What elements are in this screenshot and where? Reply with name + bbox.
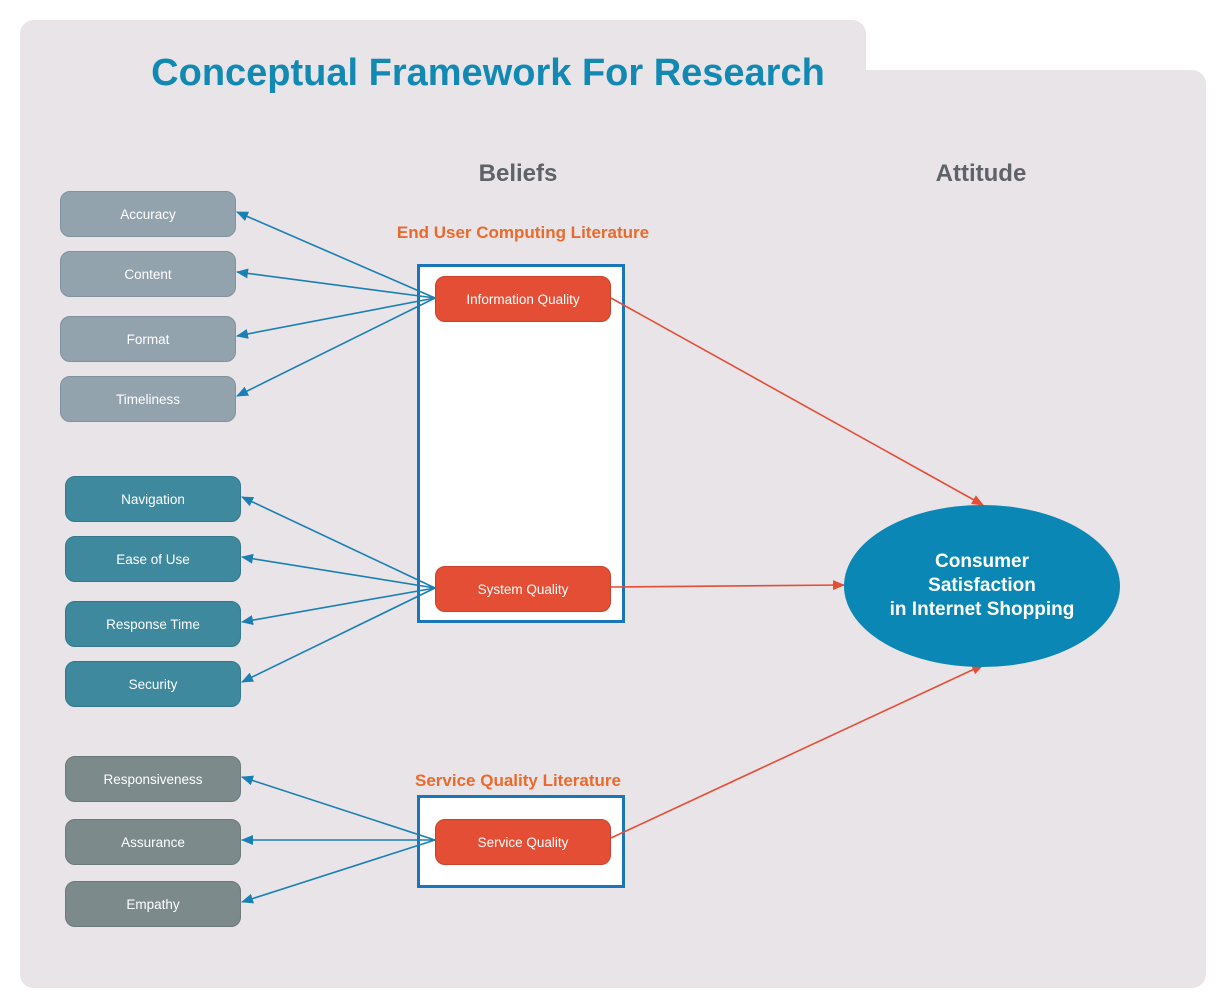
arrow-service-responsiveness xyxy=(241,775,436,841)
arrow-info-to-satisfaction xyxy=(610,297,984,506)
node-response-time: Response Time xyxy=(65,601,241,647)
node-content: Content xyxy=(60,251,236,297)
service-literature-label: Service Quality Literature xyxy=(415,771,621,790)
end-user-frame xyxy=(417,264,625,623)
end-user-literature-label: End User Computing Literature xyxy=(396,223,650,242)
arrow-info-format xyxy=(236,297,436,339)
node-service-quality: Service Quality xyxy=(435,819,611,865)
node-navigation: Navigation xyxy=(65,476,241,522)
node-empathy: Empathy xyxy=(65,881,241,927)
beliefs-heading: Beliefs xyxy=(478,160,558,187)
outcome-line-2: Satisfaction xyxy=(928,575,1036,596)
attitude-heading: Attitude xyxy=(935,160,1027,187)
arrow-system-ease xyxy=(241,553,436,589)
arrow-system-security xyxy=(241,587,436,683)
page-title: Conceptual Framework For Research xyxy=(151,52,825,94)
arrow-info-accuracy xyxy=(236,211,436,299)
node-security: Security xyxy=(65,661,241,707)
node-ease-of-use: Ease of Use xyxy=(65,536,241,582)
arrow-system-response xyxy=(241,587,436,626)
outcome-line-1: Consumer xyxy=(935,551,1029,572)
arrow-service-empathy xyxy=(241,839,436,904)
arrow-info-content xyxy=(236,268,436,299)
consumer-satisfaction-node: Consumer Satisfaction in Internet Shoppi… xyxy=(844,505,1120,667)
node-system-quality: System Quality xyxy=(435,566,611,612)
node-format: Format xyxy=(60,316,236,362)
arrow-info-timeliness xyxy=(236,297,436,397)
arrow-system-navigation xyxy=(241,496,436,589)
node-assurance: Assurance xyxy=(65,819,241,865)
arrow-system-to-satisfaction xyxy=(610,580,845,591)
outcome-line-3: in Internet Shopping xyxy=(889,599,1075,620)
node-timeliness: Timeliness xyxy=(60,376,236,422)
node-information-quality: Information Quality xyxy=(435,276,611,322)
node-responsiveness: Responsiveness xyxy=(65,756,241,802)
node-accuracy: Accuracy xyxy=(60,191,236,237)
arrow-service-to-satisfaction xyxy=(610,664,984,839)
